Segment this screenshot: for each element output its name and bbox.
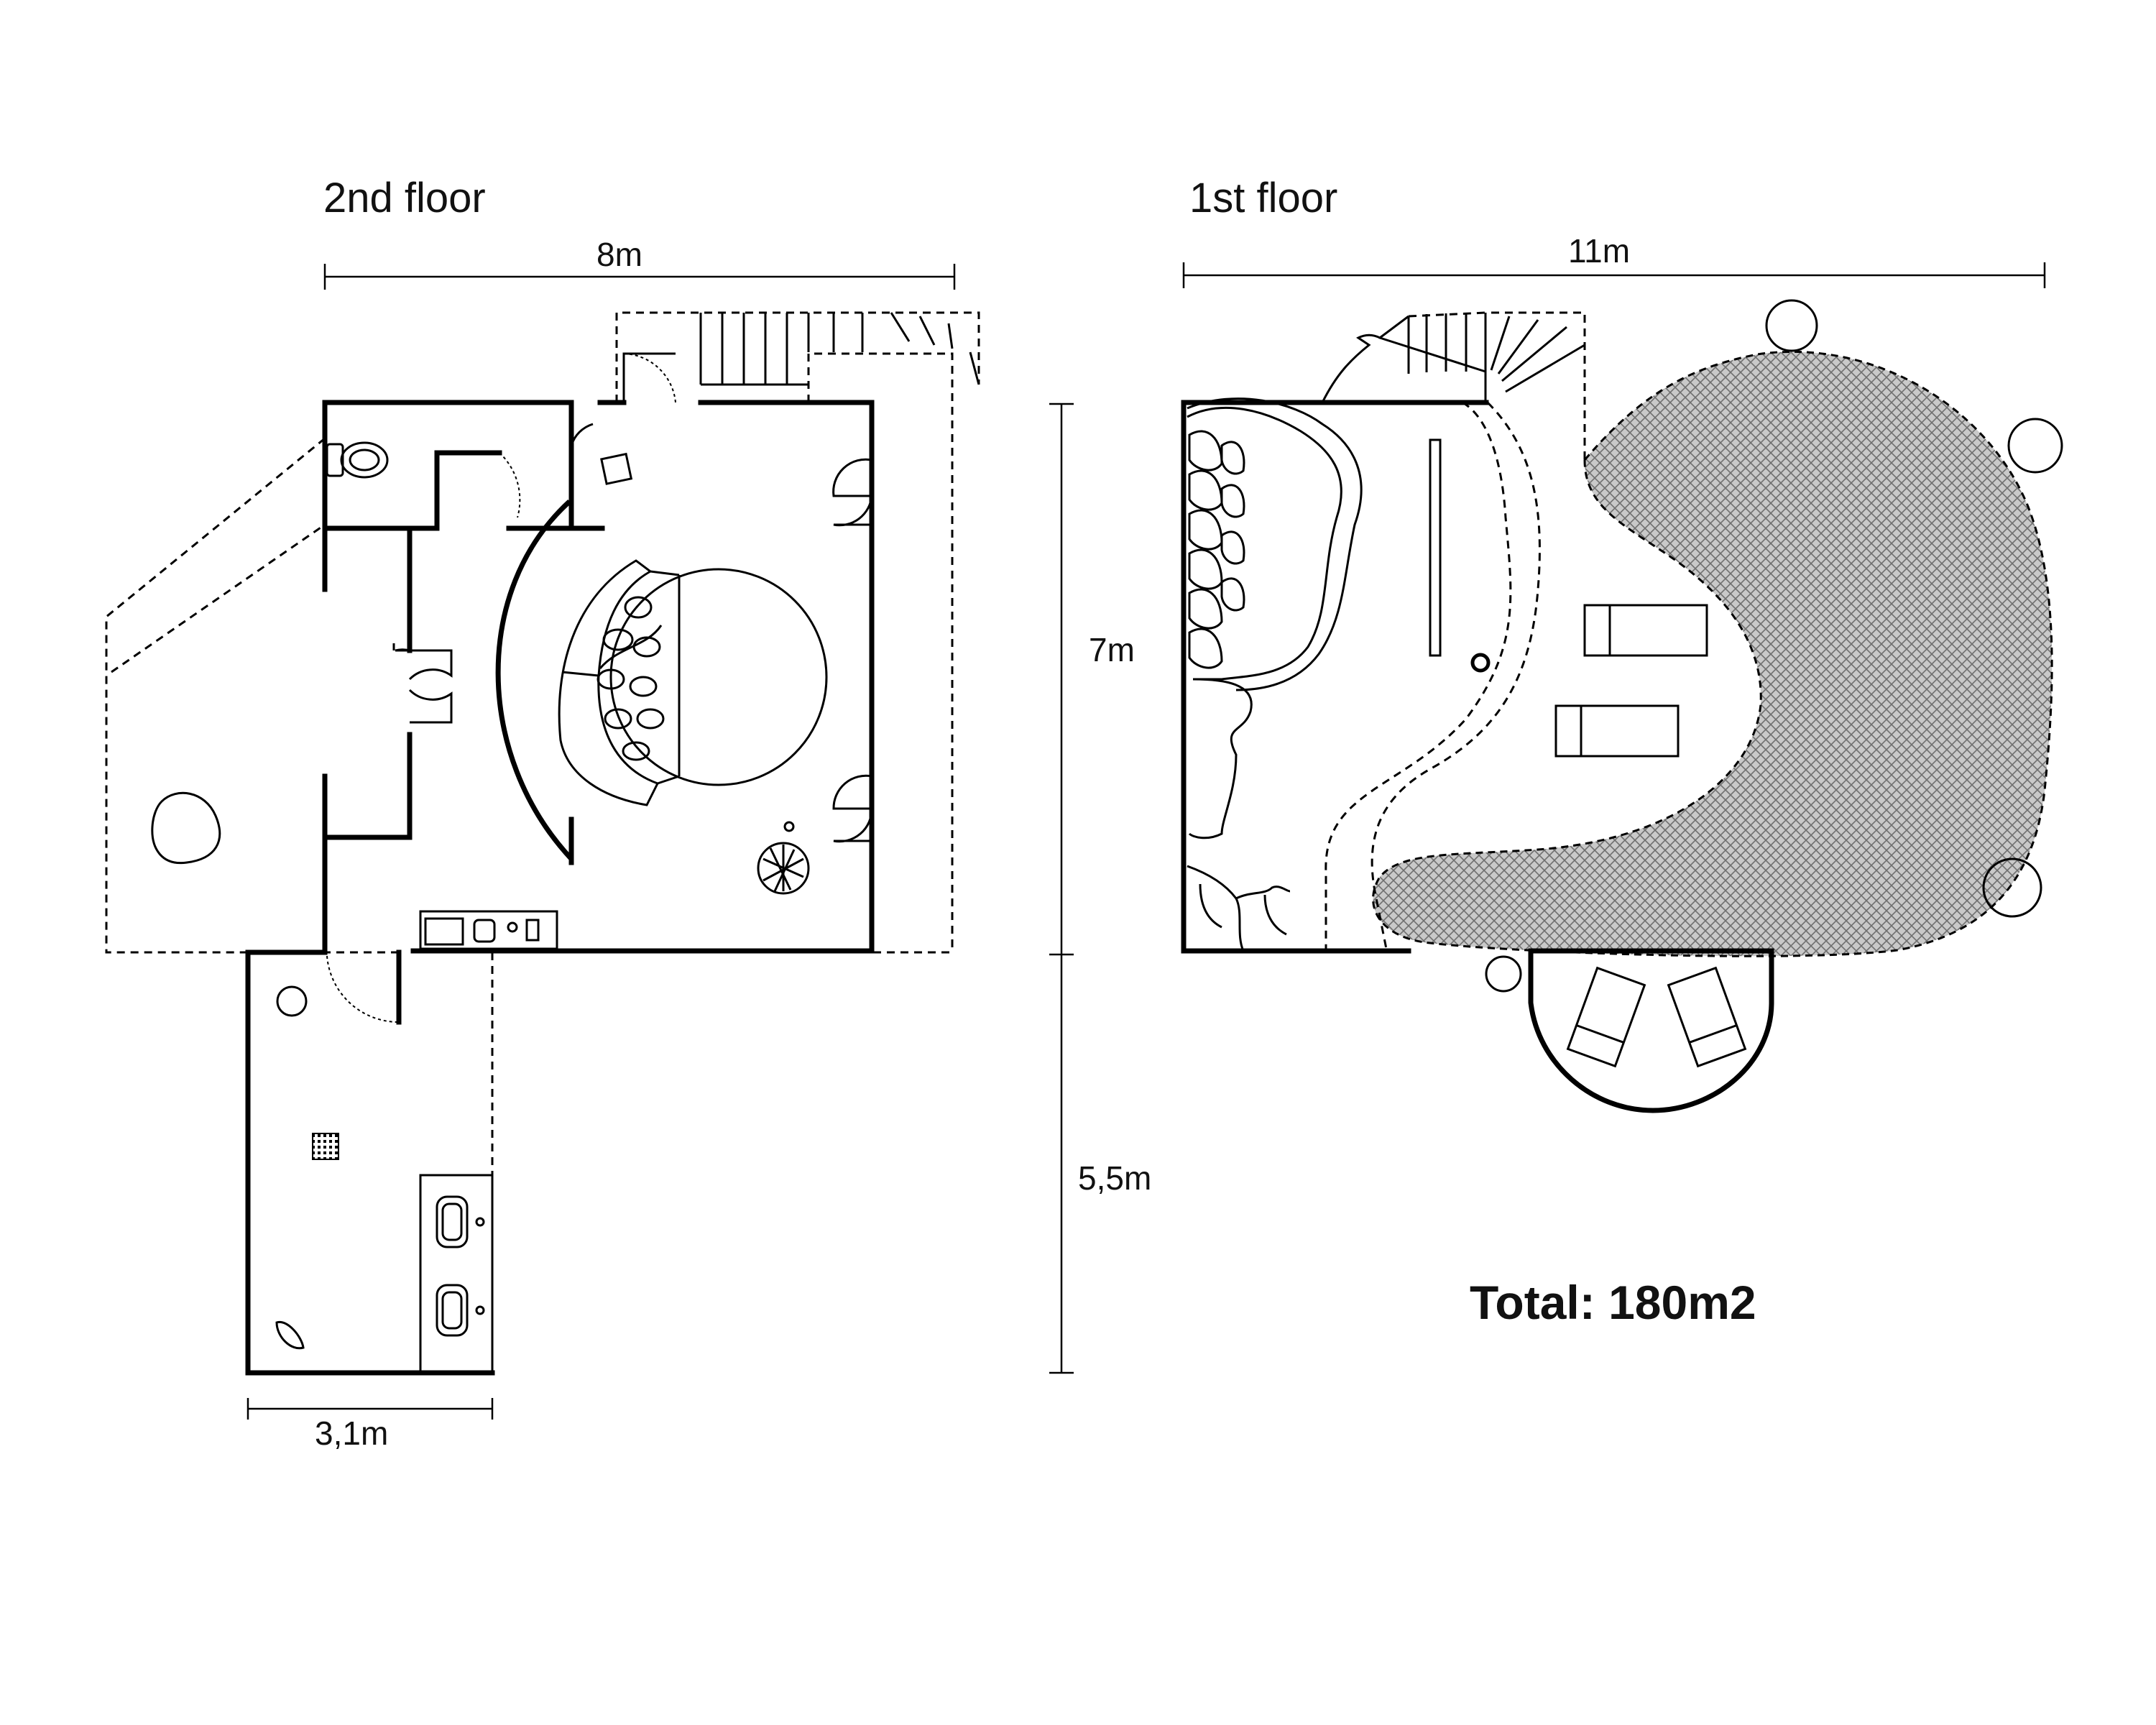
- toilet-icon: [326, 441, 389, 479]
- leaf-icon: [275, 1320, 305, 1350]
- dimension-7m: 7m: [1089, 631, 1135, 668]
- stair-treads: [699, 312, 980, 386]
- first-floor-stair-treads: [1379, 313, 1585, 402]
- total-area-label: Total: 180m2: [1470, 1276, 1756, 1329]
- dimension-8m: 8m: [596, 236, 642, 273]
- lounge-rock-icon: [151, 791, 221, 865]
- bar-counter: [1429, 438, 1442, 657]
- first-floor-plan: [1181, 299, 2063, 1113]
- shower-drain-icon: [312, 1133, 339, 1160]
- pool-area: [1372, 351, 2053, 957]
- bath-stool-icon: [276, 985, 308, 1017]
- sun-lounger-icons: [1554, 604, 1747, 1068]
- second-floor-plan: [105, 311, 980, 1376]
- tree-branches-icon: [1187, 865, 1291, 952]
- foliage-icons: [1188, 430, 1245, 669]
- roof-terrace-outline: [105, 437, 326, 954]
- dimension-lines: [247, 262, 2046, 1420]
- round-bed-icon: [558, 559, 828, 806]
- plant-icon: [757, 821, 810, 895]
- stair-outline: [615, 311, 980, 402]
- double-sink-icon: [419, 1174, 494, 1374]
- door-swing-wc: [499, 452, 521, 518]
- second-floor-walls: [245, 400, 875, 1376]
- dimension-11m: 11m: [1568, 232, 1630, 270]
- floor2-title: 2nd floor: [323, 175, 486, 221]
- dimension-5-5m: 5,5m: [1078, 1159, 1151, 1197]
- garden-path-inner: [1370, 401, 1541, 953]
- round-stool-icons: [1485, 299, 2063, 993]
- garden-path-outer: [1325, 401, 1512, 952]
- chair-icon: [600, 452, 633, 485]
- door-swing-bath: [326, 955, 400, 1024]
- dimension-3-1m: 3,1m: [315, 1414, 388, 1452]
- floor1-title: 1st floor: [1189, 175, 1337, 221]
- post-icon: [1470, 653, 1491, 673]
- kitchenette-counter: [419, 910, 558, 950]
- lounge-terrace: [1528, 948, 1774, 1113]
